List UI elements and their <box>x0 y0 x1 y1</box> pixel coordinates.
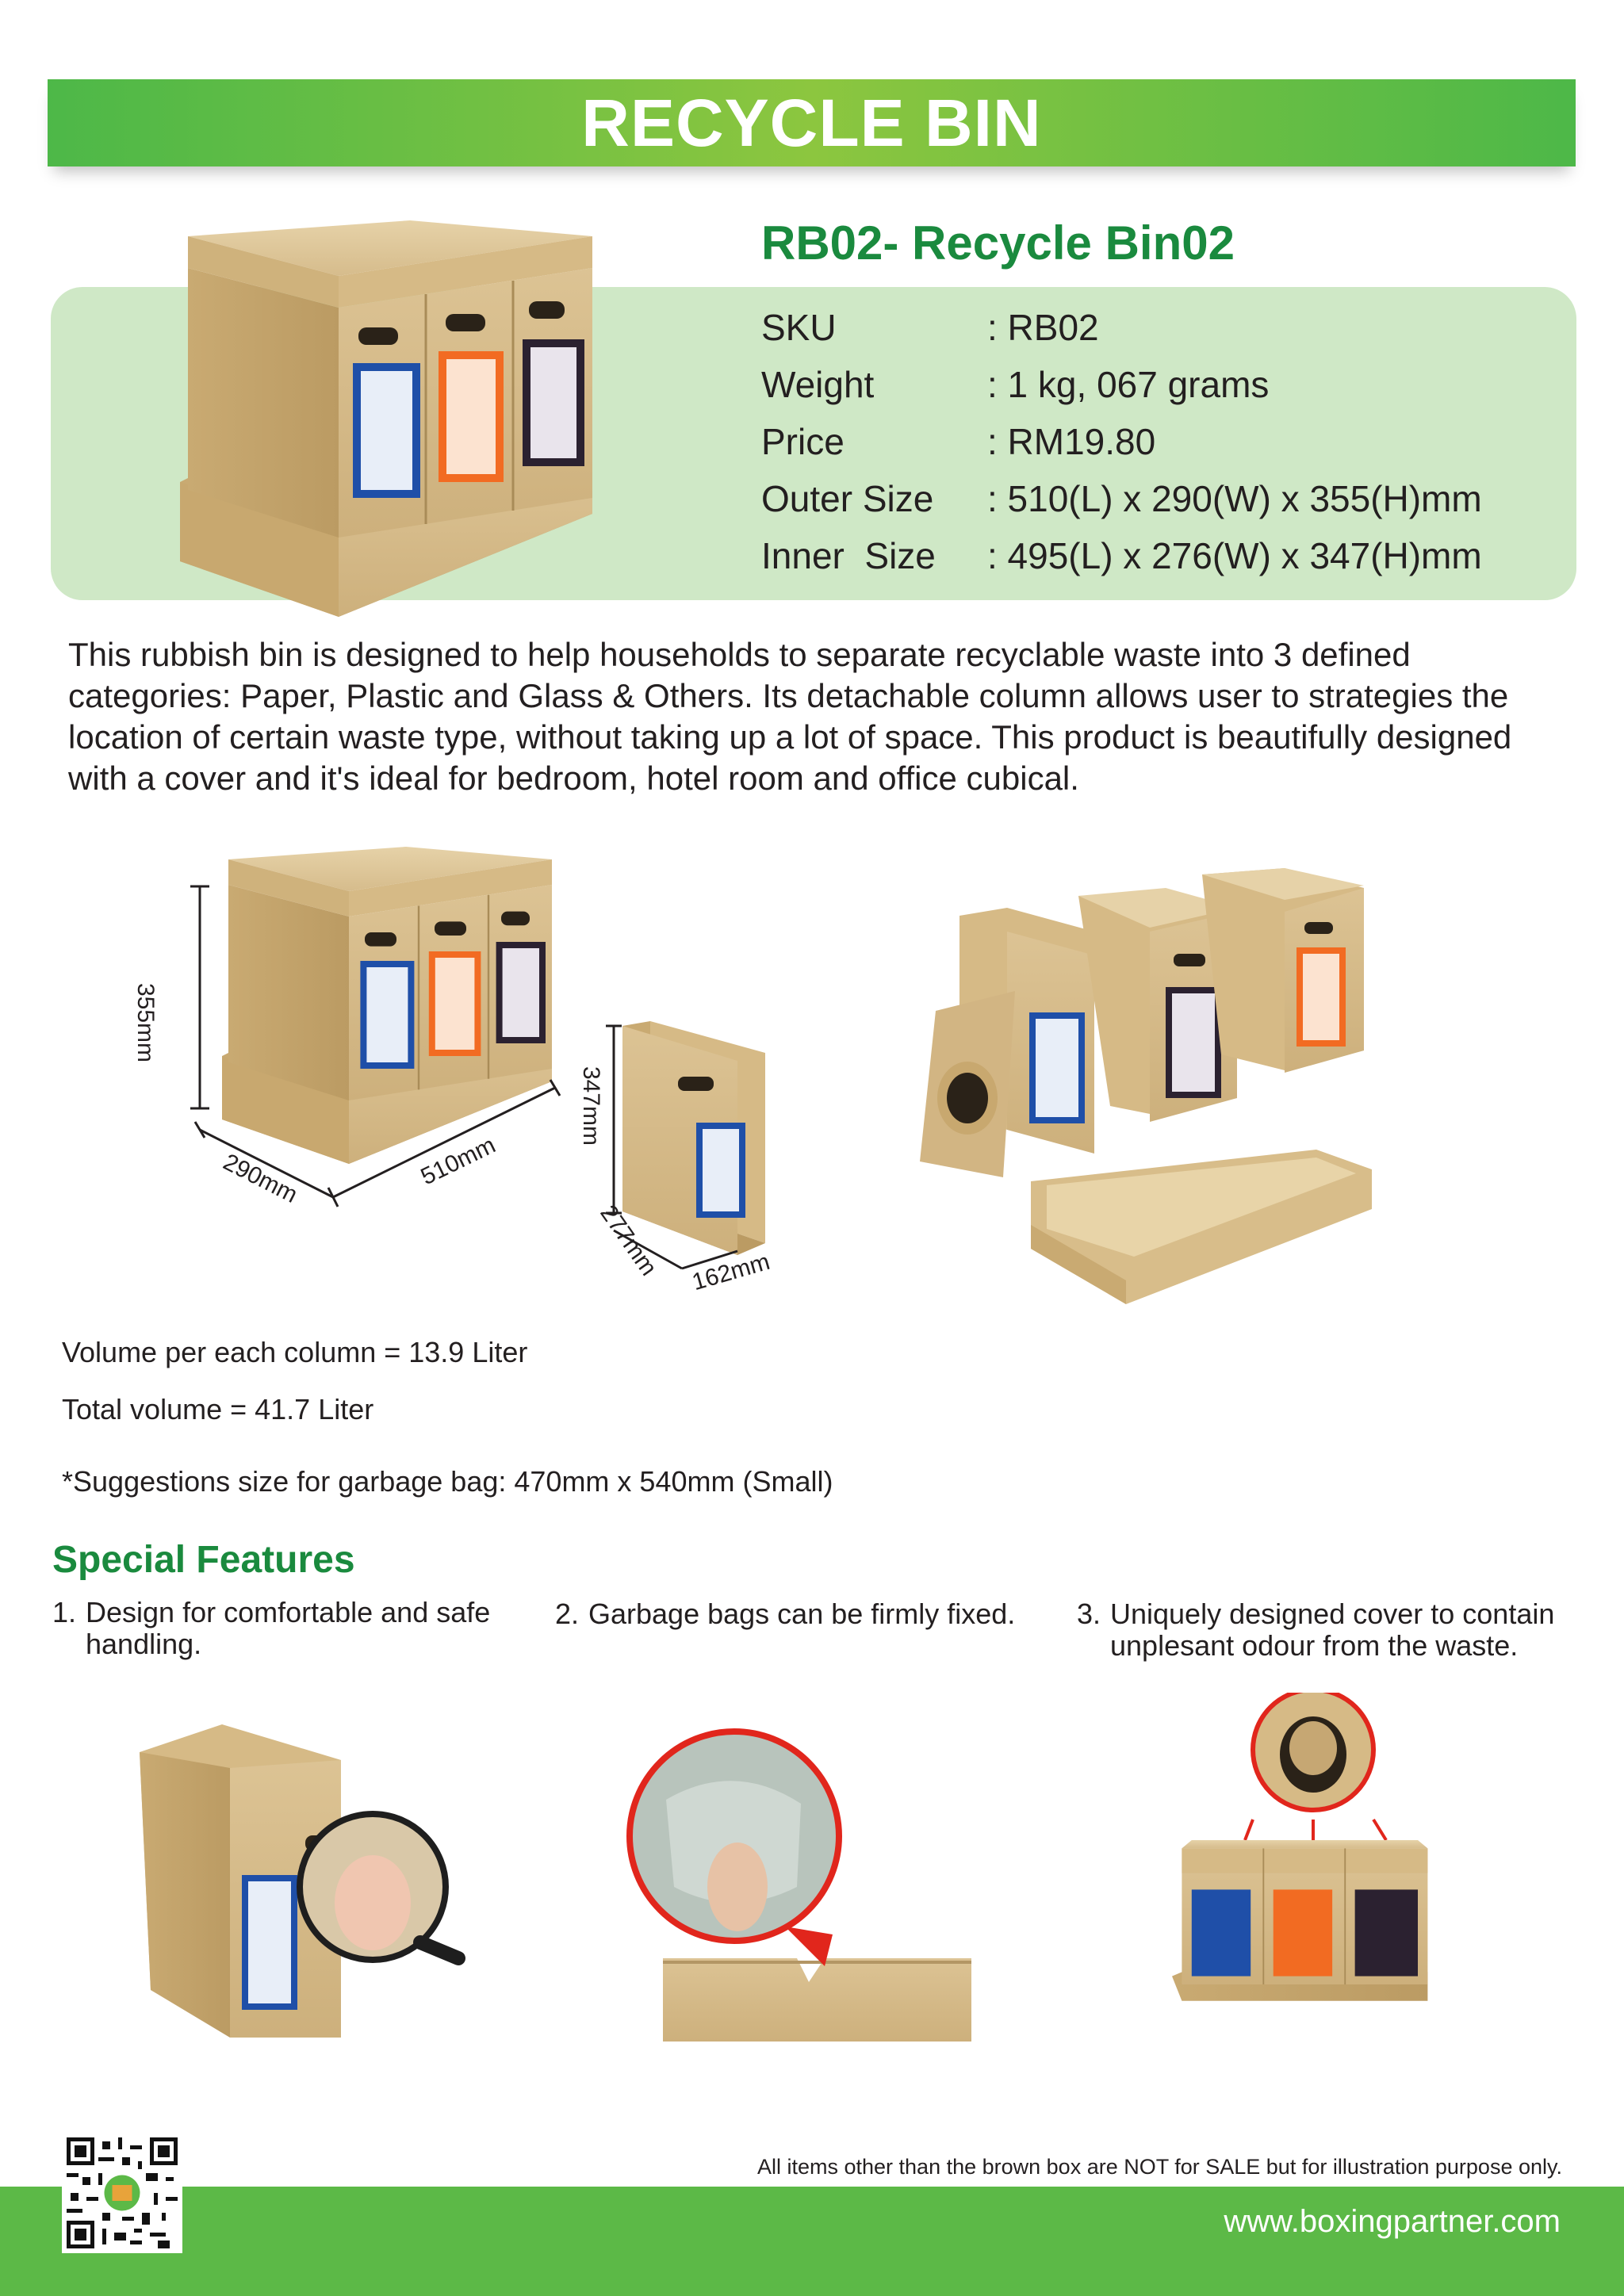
spec-label: Weight <box>761 364 875 405</box>
disclaimer-text: All items other than the brown box are N… <box>756 2155 1562 2179</box>
spec-row-outer-size: Outer Size : 510(L) x 290(W) x 355(H)mm <box>761 477 1482 520</box>
outer-dimension-lines <box>190 885 561 1207</box>
bag-suggestion: *Suggestions size for garbage bag: 470mm… <box>62 1465 833 1498</box>
spec-value: : 495(L) x 276(W) x 347(H)mm <box>987 535 1482 576</box>
spec-label: Outer Size <box>761 478 934 519</box>
exploded-view-image <box>920 868 1372 1304</box>
qr-code-icon <box>67 2137 178 2248</box>
feature-text: Garbage bags can be firmly fixed. <box>588 1598 1016 1630</box>
feature-cover-image <box>1172 1693 1428 2001</box>
volume-total: Total volume = 41.7 Liter <box>62 1393 374 1425</box>
feature-number: 1. <box>52 1596 77 1628</box>
spec-row-inner-size: Inner Size : 495(L) x 276(W) x 347(H)mm <box>761 534 1482 577</box>
dim-outer-height: 355mm <box>132 983 159 1063</box>
spec-label: Price <box>761 421 845 462</box>
spec-value: : 510(L) x 290(W) x 355(H)mm <box>987 478 1482 519</box>
spec-value: : RB02 <box>987 307 1099 348</box>
volume-per-column: Volume per each column = 13.9 Liter <box>62 1336 528 1368</box>
feature-item-1: 1. Design for comfortable and safe handl… <box>52 1597 528 1660</box>
feature-handling-image <box>140 1724 465 2038</box>
header-banner: RECYCLE BIN <box>48 79 1576 166</box>
feature-item-3: 3. Uniquely designed cover to contain un… <box>1077 1598 1584 1662</box>
spec-value: : RM19.80 <box>987 421 1156 462</box>
spec-row-sku: SKU : RB02 <box>761 306 1099 349</box>
feature-number: 2. <box>555 1598 580 1630</box>
spec-value: : 1 kg, 067 grams <box>987 364 1270 405</box>
dim-inner-height: 347mm <box>578 1066 604 1146</box>
spec-row-weight: Weight : 1 kg, 067 grams <box>761 363 1269 406</box>
product-title: RB02- Recycle Bin02 <box>761 216 1235 270</box>
product-description: This rubbish bin is designed to help hou… <box>68 636 1512 797</box>
spec-label: SKU <box>761 307 837 348</box>
feature-text: Design for comfortable and safe handling… <box>86 1596 491 1660</box>
footer-bar <box>0 2187 1624 2296</box>
website-link[interactable]: www.boxingpartner.com <box>1224 2204 1561 2239</box>
single-column-diagram <box>622 1021 765 1255</box>
features-heading: Special Features <box>52 1539 355 1581</box>
feature-number: 3. <box>1077 1598 1101 1630</box>
feature-bag-image <box>626 1728 971 2042</box>
product-hero-image <box>178 220 594 617</box>
feature-text: Uniquely designed cover to contain unple… <box>1110 1598 1555 1662</box>
feature-item-2: 2. Garbage bags can be firmly fixed. <box>555 1598 1063 1630</box>
qr-code[interactable] <box>62 2133 182 2253</box>
spec-row-price: Price : RM19.80 <box>761 420 1155 463</box>
single-column-dim-lines <box>606 1024 738 1270</box>
spec-label: Inner Size <box>761 535 936 576</box>
page-title: RECYCLE BIN <box>581 85 1042 160</box>
